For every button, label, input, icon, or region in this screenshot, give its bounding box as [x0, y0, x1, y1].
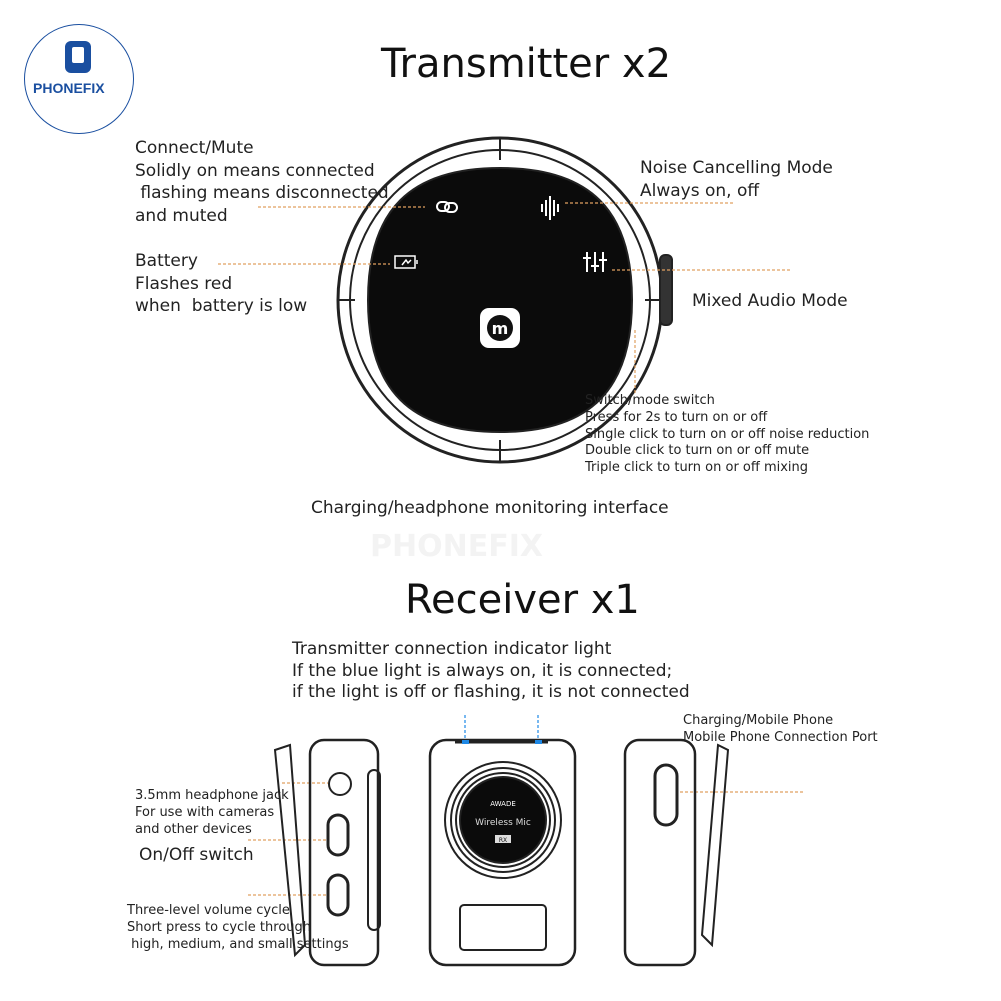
receiver-title: Receiver x1: [405, 577, 640, 623]
receiver-left-view: [273, 738, 381, 967]
phonefix-logo: PHONEFIX: [24, 24, 134, 134]
headphone-jack-label: 3.5mm headphone jack For use with camera…: [135, 788, 289, 837]
screen-badge: RX: [499, 837, 507, 844]
watermark: PHONEFIX: [370, 529, 543, 564]
receiver-right-view: [623, 738, 730, 967]
switch-label: Switch/mode switch Press for 2s to turn …: [585, 393, 870, 476]
charging-label: Charging/headphone monitoring interface: [311, 498, 669, 518]
volume-label: Three-level volume cycle Short press to …: [127, 903, 349, 952]
waveform-icon: [541, 196, 559, 220]
transmitter-drawing: [336, 136, 673, 464]
battery-icon: [394, 255, 418, 269]
sliders-icon: [583, 252, 607, 272]
logo-text: PHONEFIX: [33, 80, 105, 96]
link-icon: [436, 201, 458, 213]
onoff-label: On/Off switch: [139, 845, 254, 865]
noise-cancel-label: Noise Cancelling Mode Always on, off: [640, 158, 833, 201]
phone-wrench-icon: [65, 41, 91, 73]
indicator-lines: [464, 715, 539, 740]
screen-text: Wireless Mic: [475, 818, 531, 828]
battery-label: Battery Flashes red when battery is low: [135, 251, 308, 316]
indicator-lights: [462, 740, 542, 744]
m-logo-icon: m: [480, 308, 520, 348]
screen-brand: AWADE: [490, 800, 516, 808]
port-label: Charging/Mobile Phone Mobile Phone Conne…: [683, 713, 878, 745]
mixed-audio-label: Mixed Audio Mode: [692, 291, 848, 311]
transmitter-title: Transmitter x2: [381, 41, 672, 87]
receiver-front-view: [428, 738, 577, 967]
leader-lines: [218, 202, 805, 896]
connect-mute-label: Connect/Mute Solidly on means connected …: [135, 138, 389, 226]
indicator-label: Transmitter connection indicator light I…: [292, 639, 690, 702]
svg-text:m: m: [492, 319, 509, 338]
